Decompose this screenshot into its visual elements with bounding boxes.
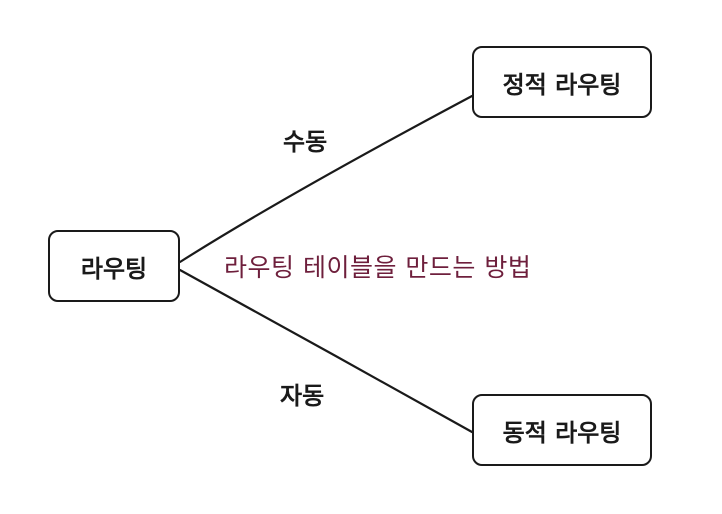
node-routing: 라우팅 — [48, 230, 180, 302]
node-dynamic-routing-label: 동적 라우팅 — [502, 418, 622, 447]
node-routing-label: 라우팅 — [80, 254, 148, 283]
edge-label-auto: 자동 — [280, 382, 325, 410]
node-static-routing-label: 정적 라우팅 — [502, 70, 622, 99]
routing-table-note: 라우팅 테이블을 만드는 방법 — [224, 253, 532, 282]
edge-line-manual — [178, 94, 474, 264]
edge-line-auto — [178, 268, 474, 434]
node-dynamic-routing: 동적 라우팅 — [472, 394, 652, 466]
node-static-routing: 정적 라우팅 — [472, 46, 652, 118]
edge-label-manual: 수동 — [283, 128, 328, 156]
